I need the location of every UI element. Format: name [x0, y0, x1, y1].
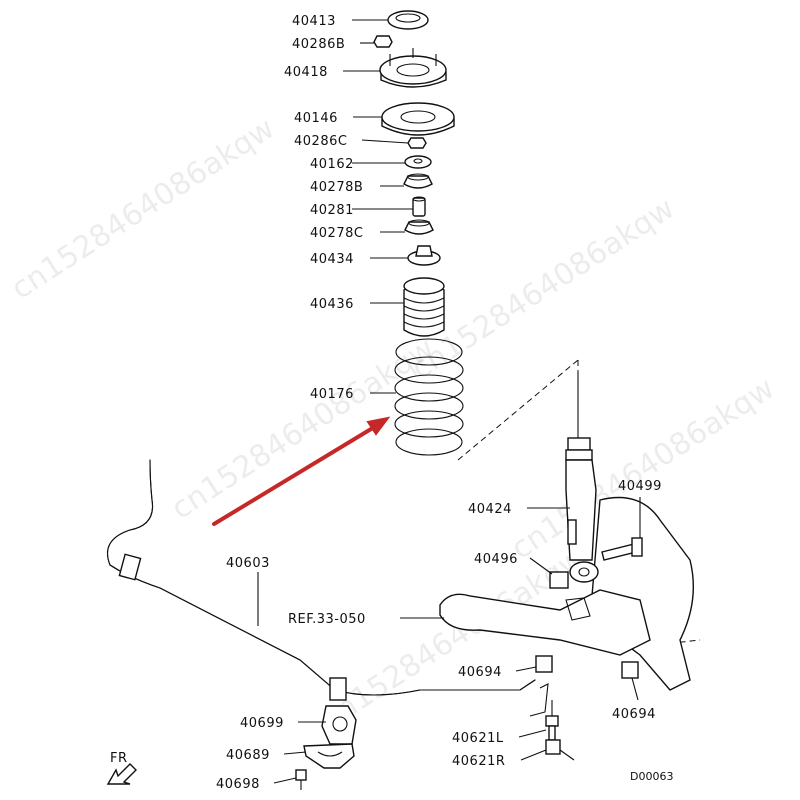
- plate-40434-part: [407, 245, 441, 266]
- nut-40694b-part: [621, 661, 639, 679]
- watermark-text-1: cn1528464086akqw: [5, 111, 280, 307]
- label-40698: 40698: [216, 777, 260, 792]
- bushing-40278b-part: [403, 173, 433, 189]
- nut-40694a-part: [535, 655, 553, 673]
- guide-line-upper: [457, 359, 579, 461]
- watermark-text-2: cn1528464086akqw: [165, 331, 440, 527]
- spring-seat-part: [381, 102, 455, 136]
- lower-arm-part: [439, 589, 651, 656]
- watermark-text-4: cn1528464086akqw: [405, 191, 680, 387]
- label-40603: 40603: [226, 556, 270, 571]
- label-40286c: 40286C: [294, 134, 347, 149]
- bar-bushing-part: [321, 705, 357, 745]
- label-40496: 40496: [474, 552, 518, 567]
- bushing-40278c-part: [404, 219, 434, 235]
- nut-40496-part: [549, 571, 569, 589]
- bump-stop-part: [403, 277, 445, 337]
- label-40418: 40418: [284, 65, 328, 80]
- shock-absorber-part: [565, 372, 599, 583]
- label-40278b: 40278B: [310, 180, 363, 195]
- label-40621l: 40621L: [452, 731, 504, 746]
- part-labels: 40413 40286B 40418 40146 40286C 40162 40…: [216, 14, 673, 792]
- front-label: FR: [110, 751, 128, 766]
- stabilizer-bar-part: [106, 459, 549, 717]
- label-40699: 40699: [240, 716, 284, 731]
- leader-lines: [257, 19, 641, 784]
- highlight-arrow: [212, 416, 391, 526]
- label-40286b: 40286B: [292, 37, 345, 52]
- label-40689: 40689: [226, 748, 270, 763]
- dust-cap-part: [387, 10, 429, 30]
- upper-mount-part: [379, 48, 447, 88]
- bar-bracket-part: [303, 743, 355, 769]
- knuckle-arm-part: [589, 496, 694, 691]
- label-40621r: 40621R: [452, 754, 505, 769]
- diagram-code: D00063: [630, 770, 673, 783]
- label-40436: 40436: [310, 297, 354, 312]
- front-direction-indicator: FR: [106, 751, 137, 785]
- stabilizer-link-part: [545, 700, 575, 761]
- label-40694-left: 40694: [458, 665, 502, 680]
- label-40278c: 40278C: [310, 226, 363, 241]
- washer-40162-part: [404, 155, 432, 169]
- label-40694-right: 40694: [612, 707, 656, 722]
- label-40281: 40281: [310, 203, 354, 218]
- label-40162: 40162: [310, 157, 354, 172]
- nut-40286c-part: [407, 137, 427, 149]
- bolt-40499-part: [601, 537, 643, 561]
- label-40413: 40413: [292, 14, 336, 29]
- label-40499: 40499: [618, 479, 662, 494]
- label-ref-33-050: REF.33-050: [288, 612, 366, 627]
- collar-40281-part: [412, 196, 426, 217]
- label-40434: 40434: [310, 252, 354, 267]
- coil-spring-part: [394, 338, 464, 456]
- bolt-40698-part: [295, 769, 307, 790]
- label-40176: 40176: [310, 387, 354, 402]
- nut-40286b-part: [373, 35, 393, 48]
- label-40424: 40424: [468, 502, 512, 517]
- label-40146: 40146: [294, 111, 338, 126]
